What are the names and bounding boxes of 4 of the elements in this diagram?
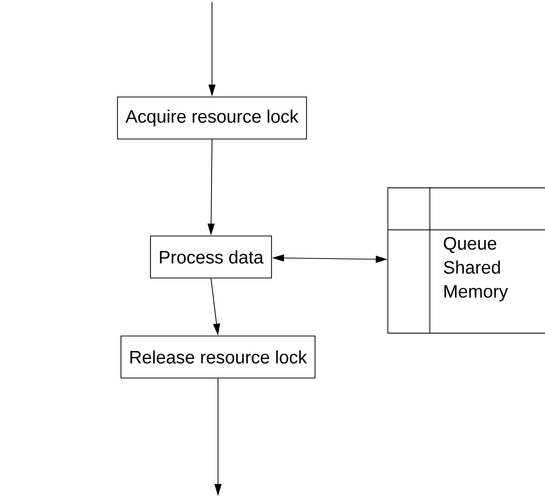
process-box: Release resource lock [120, 336, 316, 378]
process-box: Process data [150, 236, 272, 278]
process-box: Acquire resource lock [117, 96, 307, 140]
data-store: Queue Shared Memory [387, 187, 545, 334]
